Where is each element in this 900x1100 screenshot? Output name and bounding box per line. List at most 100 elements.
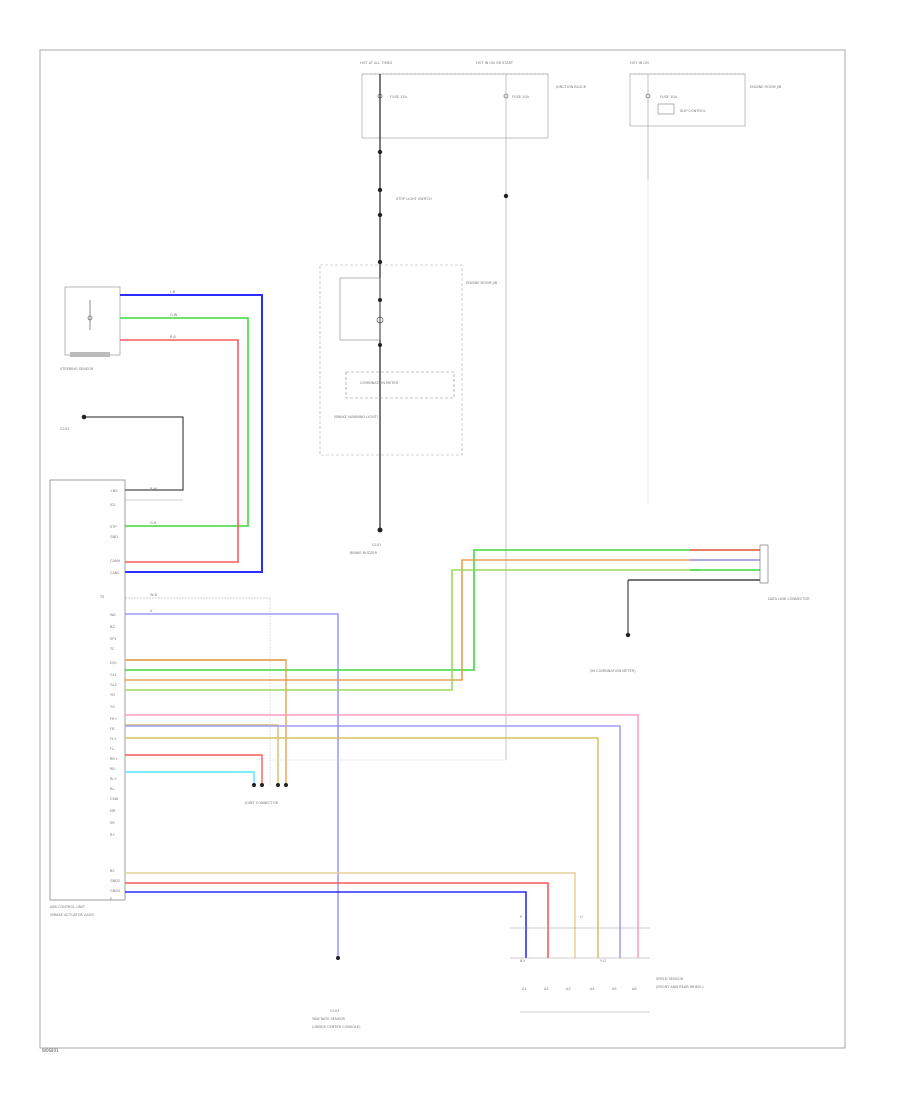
pin-label: GL1 [110, 673, 117, 677]
pin-label: R+ [110, 833, 115, 837]
conn-pin-label: A6 [632, 987, 637, 991]
pin-label: TS [99, 595, 105, 599]
relay-icon [657, 103, 675, 115]
wire-green [125, 549, 760, 671]
junction-dot [377, 187, 383, 193]
brake-buzzer-sub: (IN COMBINATION METER) [590, 669, 636, 673]
abs-control-unit: ABS CONTROL UNIT (BRAKE ACTUATOR ASSY) [49, 479, 126, 917]
conn-pin-label: A3 [566, 987, 571, 991]
wire-label: B-W [150, 487, 158, 491]
abs-unit-sub: (BRAKE ACTUATOR ASSY) [50, 913, 95, 917]
speed-sensor-sub: (FRONT AND REAR WHEEL) [656, 985, 704, 989]
pin-label: STP [110, 525, 116, 529]
speed-sensor-wires [125, 714, 639, 958]
fuse-label-hot-always: HOT AT ALL TIMES [360, 61, 393, 65]
wire-red [125, 882, 549, 958]
junction-dot [503, 193, 509, 199]
junction-2-label: ENGINE ROOM J/B [750, 85, 782, 89]
vertical-feed-wires: STOP LIGHT SWITCH [377, 74, 649, 760]
wire-violet [125, 725, 621, 958]
wire-pink [125, 714, 639, 958]
wire-label: Y-G [600, 959, 606, 963]
pin-label: MR [110, 809, 116, 813]
joint-connector-label: JOINT CONNECTOR [244, 801, 279, 805]
wire-blue [120, 294, 263, 573]
pin-label: FR+ [110, 717, 117, 721]
pin-label: SP1 [110, 637, 117, 641]
junction-dot [377, 212, 383, 218]
steering-sensor-label: STEERING SENSOR [60, 367, 94, 371]
wire-orange [125, 559, 760, 681]
wire-yellow [125, 737, 599, 958]
fuse-label-hot-on: HOT IN ON [630, 61, 649, 65]
speed-sensor-label: SPEED SENSOR [656, 977, 684, 981]
steering-sensor: STEERING SENSOR [60, 286, 121, 371]
junction-dot [378, 298, 382, 302]
fuse-c-label: FUSE 10A [660, 95, 678, 99]
wire-label: P [520, 915, 522, 919]
pin-label: GND3 [110, 889, 120, 893]
conn-pin-label: A2 [544, 987, 549, 991]
pin-label: FL+ [110, 737, 117, 741]
wire-blue [125, 891, 527, 958]
speed-sensor-connector: A1 A2 A3 A4 A5 A6 SPEED SENSOR (FRONT AN… [510, 915, 704, 1013]
wire-label: O [580, 915, 583, 919]
top-power-section: HOT AT ALL TIMES HOT IN ON OR START HOT … [360, 61, 782, 139]
wire-label: B-Y [520, 959, 526, 963]
abs-top-wires: B-W G-R W-B [125, 487, 271, 785]
fuse-b-label: FUSE 10A [512, 95, 530, 99]
cluster-subtitle: (BRAKE WARNING LIGHT) [334, 415, 379, 419]
junction-box-1 [361, 73, 549, 139]
conn-pin-label: A5 [612, 987, 617, 991]
steering-wires: L-B G-W R-B [120, 290, 263, 573]
conn-pin-label: A1 [522, 987, 527, 991]
cluster-title: COMBINATION METER [360, 381, 399, 385]
ground-center: G101 BRAKE BUZZER [350, 527, 383, 555]
brake-buzzer-label: BRAKE BUZZER [350, 551, 378, 555]
wire-label: V [150, 609, 153, 613]
wire-yellow-green [125, 569, 700, 691]
yaw-ground: G102 [60, 414, 184, 491]
pin-label: RL- [110, 787, 116, 791]
relay-label: SLIP CONTROL [680, 109, 706, 113]
wire-label: R-B [170, 335, 176, 339]
wire-label: W-B [150, 593, 157, 597]
junction-dot [377, 259, 383, 265]
wire-label: G-R [150, 521, 157, 525]
pin-label: FL- [110, 747, 116, 751]
abs-pin-labels: +BS IG1 STP GND CANH CANL TS WA BZ SP1 T… [99, 489, 120, 901]
fuse-a-label: FUSE 15A [390, 95, 408, 99]
pin-label: IG1 [110, 503, 116, 507]
pin-label: E [110, 897, 112, 901]
pin-label: WA [110, 613, 116, 617]
junction-1-label: JUNCTION BLOCK [555, 85, 587, 89]
pin-label: RR- [110, 767, 117, 771]
pin-label: FR- [110, 727, 116, 731]
pin-label: GND [110, 535, 118, 539]
pin-label: CANH [110, 559, 120, 563]
ground-2-label: G102 [60, 427, 69, 431]
ground-3-label: G103 [330, 1009, 339, 1013]
pin-label: D/G [110, 661, 117, 665]
dlc-label: DATA LINK CONNECTOR [768, 597, 810, 601]
pin-label: +BS [110, 489, 118, 493]
joint-connector-wires: JOINT CONNECTOR [125, 659, 288, 805]
pin-label: GL2 [110, 683, 117, 687]
pin-label: YD [110, 693, 115, 697]
wire-tan [125, 872, 576, 958]
wire-red [120, 339, 239, 563]
junction-box-2 [629, 73, 746, 127]
dlc-wires: DATA LINK CONNECTOR (IN COMBINATION METE… [125, 544, 810, 691]
ground-1-label: G101 [372, 543, 381, 547]
wire-label: L-B [170, 290, 176, 294]
pin-label: CSW [110, 797, 119, 801]
engine-room-label: ENGINE ROOM J/B [466, 281, 498, 285]
stop-switch-label: STOP LIGHT SWITCH [396, 197, 432, 201]
pin-label: TC [109, 647, 115, 651]
pin-label: YG [110, 705, 115, 709]
pin-label: RL+ [110, 777, 117, 781]
junction-dot [377, 149, 383, 155]
warning-lamp-icon [376, 316, 384, 324]
abs-unit-label: ABS CONTROL UNIT [50, 905, 85, 909]
